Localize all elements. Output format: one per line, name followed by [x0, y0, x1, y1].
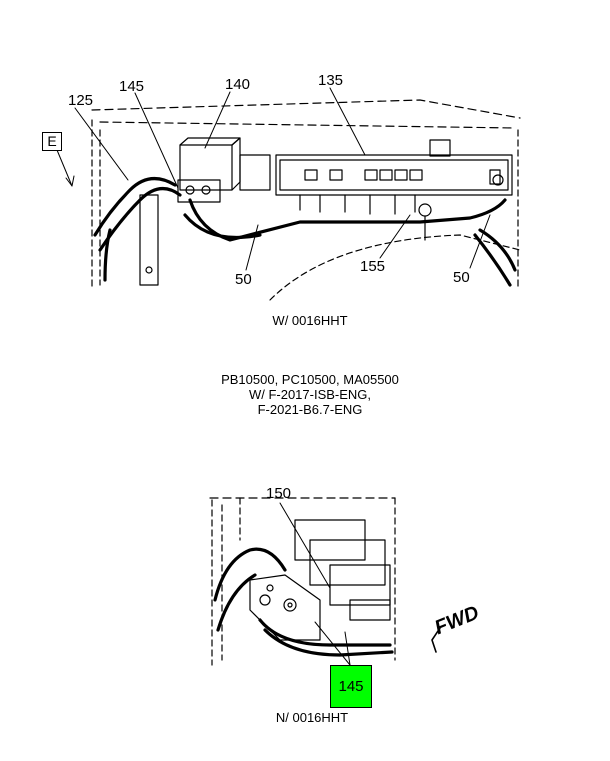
applicability-line-2: W/ F-2017-ISB-ENG, [248, 387, 372, 402]
callout-145-highlight[interactable]: 145 [330, 665, 372, 708]
callout-135: 135 [318, 72, 344, 89]
top-view-drawing [91, 99, 521, 301]
callout-50-right: 50 [453, 269, 470, 286]
bottom-view-drawing [209, 497, 396, 666]
callout-150: 150 [266, 485, 292, 502]
applicability-line-3: F-2021-B6.7-ENG [257, 402, 363, 417]
callout-155: 155 [360, 258, 386, 275]
callout-145: 145 [119, 78, 145, 95]
callout-140: 140 [225, 76, 251, 93]
callout-125: 125 [68, 92, 94, 109]
bottom-view-caption: N/ 0016HHT [275, 710, 349, 725]
view-label-box: E [42, 132, 62, 151]
callout-50-left: 50 [235, 271, 252, 288]
applicability-line-1: PB10500, PC10500, MA05500 [221, 372, 399, 387]
top-view-caption: W/ 0016HHT [272, 313, 348, 328]
